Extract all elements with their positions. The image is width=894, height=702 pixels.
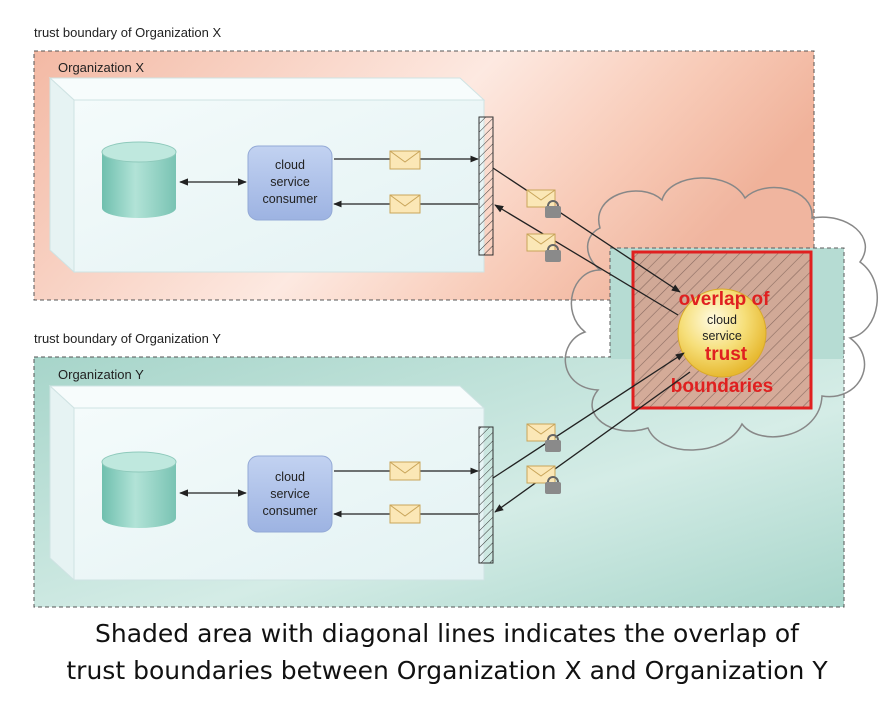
envelope-icon: [389, 461, 421, 481]
cloud-to-x-arrow: [494, 204, 679, 316]
consumer-x-line-2: service: [270, 175, 310, 189]
consumer-y-line-1: cloud: [275, 470, 305, 484]
cloud-service-icon: [677, 288, 767, 378]
secure-envelope-icon: [526, 465, 561, 494]
cloud-service-line-2: service: [702, 329, 742, 343]
cloud-service-consumer-x: cloud service consumer: [247, 145, 333, 221]
trust-boundary-x-label: trust boundary of Organization X: [34, 25, 221, 40]
database-y-icon: [101, 451, 177, 528]
envelope-icon: [389, 194, 421, 214]
cloud-to-y-arrow: [494, 371, 691, 513]
overlap-label-line-3: boundaries: [671, 376, 773, 397]
secure-envelope-icon: [526, 423, 561, 452]
overlap-label-line-2: trust: [705, 344, 748, 365]
caption-line-2: trust boundaries between Organization X …: [66, 656, 828, 685]
org-y-label: Organization Y: [58, 367, 144, 382]
org-x-label: Organization X: [58, 60, 144, 75]
overlap-outline: [631, 250, 813, 410]
consumer-x-line-3: consumer: [263, 192, 318, 206]
x-to-cloud-arrow: [492, 167, 681, 293]
firewall-y-icon: [478, 426, 494, 564]
secure-envelope-icon: [526, 189, 561, 218]
consumer-y-line-3: consumer: [263, 504, 318, 518]
cloud-service-consumer-y: cloud service consumer: [247, 455, 333, 533]
secure-envelope-icon: [526, 233, 561, 262]
cloud-service-line-1: cloud: [707, 313, 737, 327]
envelope-icon: [389, 504, 421, 524]
database-x-icon: [101, 141, 177, 218]
overlap-label-line-1: overlap of: [679, 289, 770, 310]
firewall-x-icon: [478, 116, 494, 256]
y-to-cloud-arrow: [492, 352, 685, 479]
consumer-x-line-1: cloud: [275, 158, 305, 172]
consumer-y-line-2: service: [270, 487, 310, 501]
caption-line-1: Shaded area with diagonal lines indicate…: [95, 619, 799, 648]
envelope-icon: [389, 150, 421, 170]
trust-boundary-y-label: trust boundary of Organization Y: [34, 331, 221, 346]
